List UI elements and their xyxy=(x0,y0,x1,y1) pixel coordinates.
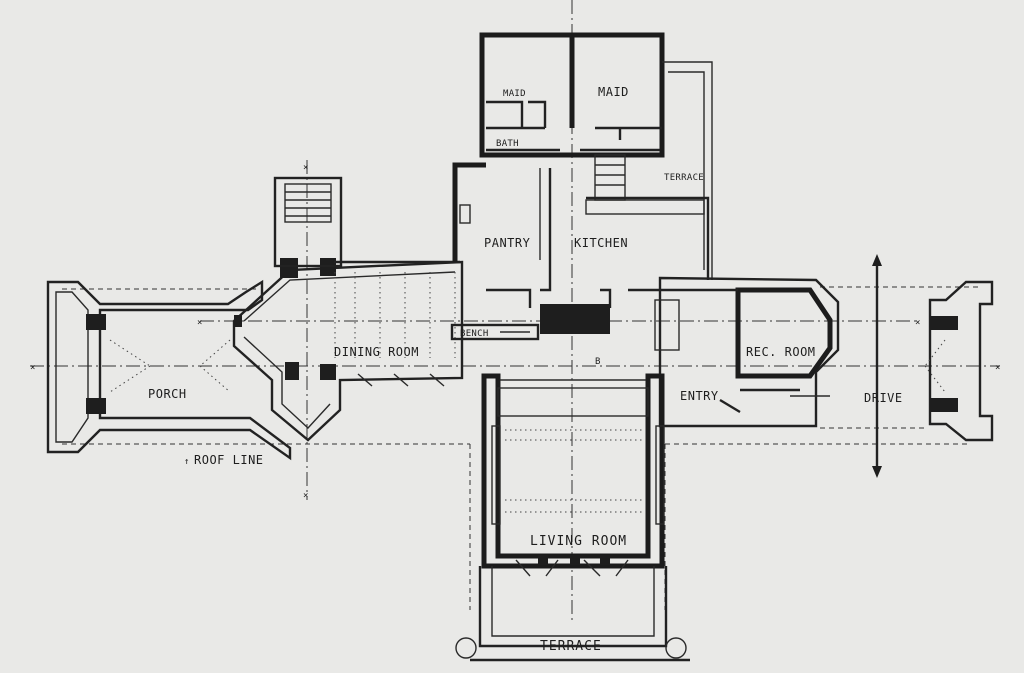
rec-room-entry xyxy=(654,276,840,428)
svg-text:×: × xyxy=(995,363,1001,373)
label-dining-room: DINING ROOM xyxy=(334,345,419,359)
bench xyxy=(450,323,540,341)
label-maid-right: MAID xyxy=(598,85,629,99)
label-terrace-upper: TERRACE xyxy=(664,173,704,183)
svg-text:×: × xyxy=(30,363,36,373)
label-living-room: LIVING ROOM xyxy=(530,534,627,549)
label-porch: PORCH xyxy=(148,387,187,401)
service-wing xyxy=(479,32,713,280)
svg-text:×: × xyxy=(303,491,309,501)
porch-wing xyxy=(46,279,292,461)
label-maid-left: MAID xyxy=(503,89,526,99)
living-room xyxy=(481,373,665,577)
svg-text:×: × xyxy=(915,318,921,328)
drive-arrow xyxy=(872,254,882,478)
label-b-mark: B xyxy=(595,357,601,367)
east-pier xyxy=(924,280,994,442)
label-roof-line: ROOF LINE xyxy=(194,453,264,467)
shrub-right xyxy=(665,637,687,659)
lower-terrace xyxy=(455,566,690,662)
label-pantry: PANTRY xyxy=(484,236,531,250)
label-bath: BATH xyxy=(496,139,519,149)
label-bench: BENCH xyxy=(460,329,489,339)
kitchen-pantry xyxy=(452,162,710,334)
label-entry: ENTRY xyxy=(680,389,719,403)
svg-text:×: × xyxy=(197,318,203,328)
label-rec-room: REC. ROOM xyxy=(746,345,816,359)
label-kitchen: KITCHEN xyxy=(574,236,628,250)
stair-tower xyxy=(273,176,343,268)
dining-room xyxy=(232,258,464,442)
label-roof-line-arrow: ↑ xyxy=(184,457,190,467)
shrub-left xyxy=(455,637,477,659)
label-drive: DRIVE xyxy=(864,391,903,405)
section-markers: × × × × × × xyxy=(30,163,1001,501)
label-terrace-lower: TERRACE xyxy=(540,639,602,654)
svg-text:×: × xyxy=(303,163,309,173)
